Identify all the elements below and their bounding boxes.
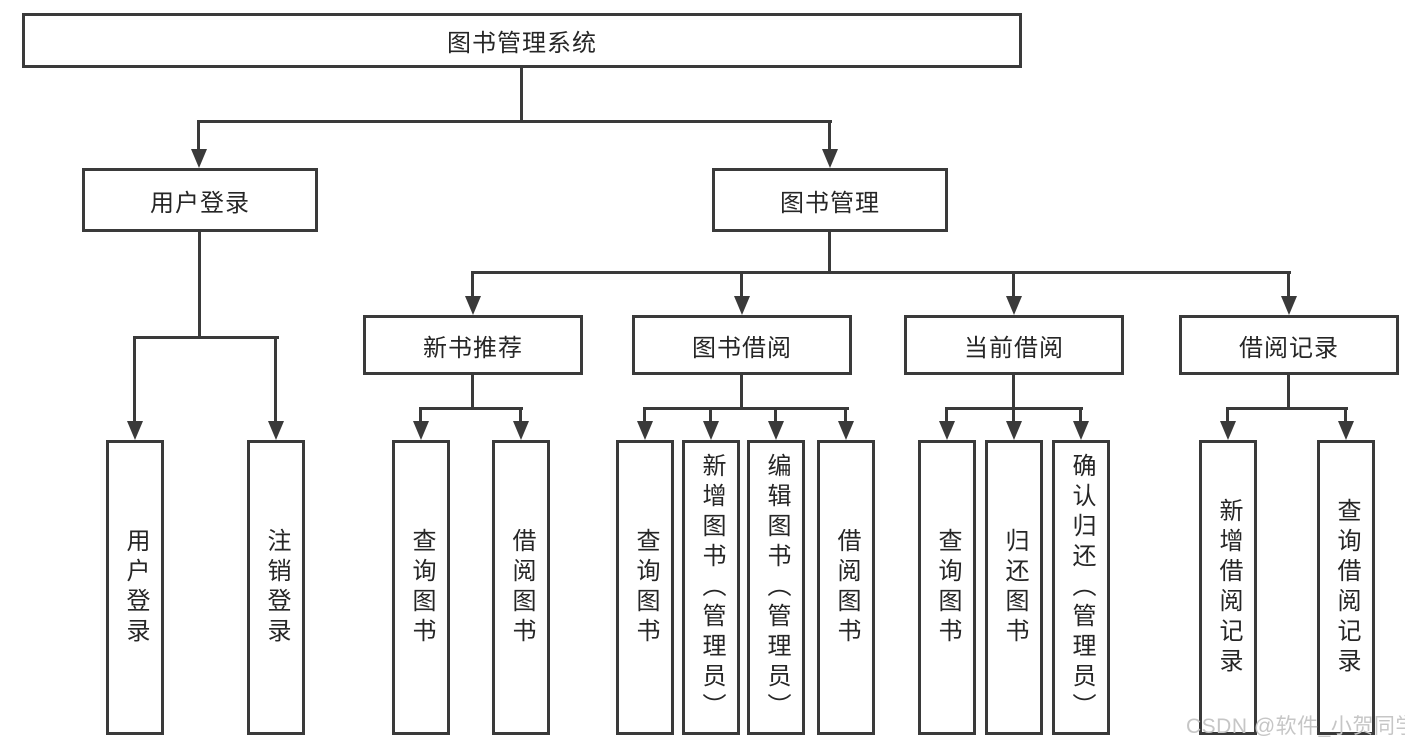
- leaf-br-query-record: 查询借阅记录: [1317, 440, 1375, 735]
- leaf-nb-query-books: 查询图书: [392, 440, 450, 735]
- node-book-management: 图书管理: [712, 168, 948, 232]
- leaf-user-login: 用户登录: [106, 440, 164, 735]
- watermark: CSDN @软件_小贺同学: [1186, 715, 1405, 738]
- leaf-cb-query-books: 查询图书: [918, 440, 976, 735]
- arrow-down-icon: [1338, 421, 1354, 440]
- connector-root-stem: [520, 68, 523, 122]
- arrow-down-icon: [1006, 421, 1022, 440]
- connector-drop-leaf: [1079, 407, 1082, 423]
- connector-drop-level3: [1012, 271, 1015, 299]
- connector-drop-leaf: [1012, 407, 1015, 423]
- connector-drop-leaf: [519, 407, 522, 423]
- arrow-down-icon: [1073, 421, 1089, 440]
- arrow-down-icon: [838, 421, 854, 440]
- arrow-down-icon: [734, 296, 750, 315]
- connector-user-login-stem: [198, 232, 201, 339]
- connector-drop-leaf: [1226, 407, 1229, 423]
- connector-drop-level3: [1287, 271, 1290, 299]
- connector-drop-leaf: [643, 407, 646, 423]
- arrow-down-icon: [191, 149, 207, 168]
- connector-level2-hline: [198, 120, 832, 123]
- connector-level3-hline: [471, 271, 1291, 274]
- leaf-cb-return-books: 归还图书: [985, 440, 1043, 735]
- node-user-login: 用户登录: [82, 168, 318, 232]
- leaf-bb-edit-books-admin: 编辑图书（管理员）: [747, 440, 805, 735]
- connector-drop-book-management: [828, 120, 831, 151]
- arrow-down-icon: [703, 421, 719, 440]
- node-new-book-recommend: 新书推荐: [363, 315, 583, 375]
- arrow-down-icon: [268, 421, 284, 440]
- connector-new-book-hline: [419, 407, 523, 410]
- arrow-down-icon: [1220, 421, 1236, 440]
- node-book-borrow: 图书借阅: [632, 315, 852, 375]
- arrow-down-icon: [413, 421, 429, 440]
- leaf-bb-add-books-admin: 新增图书（管理员）: [682, 440, 740, 735]
- connector-drop-leaf: [133, 336, 136, 423]
- connector-user-login-hline: [133, 336, 279, 339]
- leaf-logout: 注销登录: [247, 440, 305, 735]
- connector-book-management-stem: [828, 232, 831, 274]
- leaf-cb-confirm-return-admin: 确认归还（管理员）: [1052, 440, 1110, 735]
- connector-drop-level3: [740, 271, 743, 299]
- connector-drop-user-login: [197, 120, 200, 151]
- connector-new-book-stem: [471, 375, 474, 410]
- arrow-down-icon: [127, 421, 143, 440]
- connector-drop-level3: [471, 271, 474, 299]
- arrow-down-icon: [768, 421, 784, 440]
- connector-drop-leaf: [1344, 407, 1347, 423]
- connector-book-borrow-hline: [643, 407, 849, 410]
- connector-borrow-records-stem: [1287, 375, 1290, 410]
- connector-drop-leaf: [945, 407, 948, 423]
- connector-drop-leaf: [774, 407, 777, 423]
- arrow-down-icon: [465, 296, 481, 315]
- arrow-down-icon: [822, 149, 838, 168]
- connector-drop-leaf: [274, 336, 277, 423]
- connector-drop-leaf: [419, 407, 422, 423]
- leaf-bb-query-books: 查询图书: [616, 440, 674, 735]
- node-current-borrow: 当前借阅: [904, 315, 1124, 375]
- leaf-bb-borrow-books: 借阅图书: [817, 440, 875, 735]
- arrow-down-icon: [1281, 296, 1297, 315]
- node-borrow-records: 借阅记录: [1179, 315, 1399, 375]
- connector-drop-leaf: [709, 407, 712, 423]
- connector-borrow-records-hline: [1226, 407, 1348, 410]
- node-root: 图书管理系统: [22, 13, 1022, 68]
- connector-book-borrow-stem: [740, 375, 743, 410]
- connector-drop-leaf: [844, 407, 847, 423]
- leaf-nb-borrow-books: 借阅图书: [492, 440, 550, 735]
- arrow-down-icon: [637, 421, 653, 440]
- leaf-br-add-record: 新增借阅记录: [1199, 440, 1257, 735]
- arrow-down-icon: [1006, 296, 1022, 315]
- connector-current-borrow-stem: [1012, 375, 1015, 410]
- arrow-down-icon: [939, 421, 955, 440]
- arrow-down-icon: [513, 421, 529, 440]
